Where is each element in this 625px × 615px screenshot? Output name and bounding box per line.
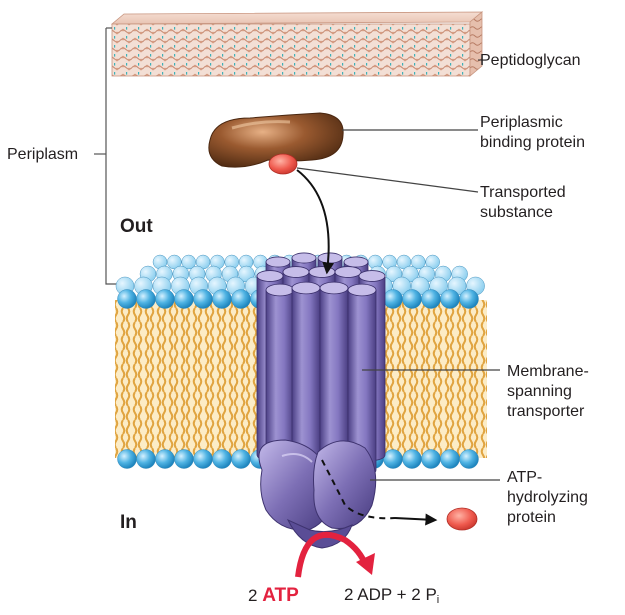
lipid-head (231, 449, 251, 469)
transporter-helix-front-0-top (265, 283, 295, 297)
lipid-head (136, 449, 156, 469)
lipid-head (459, 289, 479, 309)
lipid-head (402, 265, 419, 283)
transporter-helix-back-2-top (317, 252, 343, 264)
label-transported-substance-2: substance (480, 204, 553, 221)
lipid-head (231, 289, 251, 309)
transporter-helix-back-0-top (265, 256, 291, 268)
atp-molecule: ATP (262, 585, 299, 606)
label-out: Out (120, 216, 153, 237)
transported-substance-bound (268, 153, 298, 175)
exit-arrow (394, 513, 438, 526)
transporter-helix-mid-2-top (308, 266, 336, 278)
lipid-head (440, 449, 460, 469)
label-atpase-2: hydrolyzing (507, 489, 588, 506)
lipid-head (136, 289, 156, 309)
peptidoglycan-layer (110, 11, 484, 77)
lipid-head (117, 449, 137, 469)
lipid-head (440, 289, 460, 309)
label-periplasmic-binding-protein-2: binding protein (480, 134, 585, 151)
reaction-input: 2 ATP (248, 585, 299, 607)
entry-arrow (296, 169, 335, 275)
adp-pi-text: 2 ADP + 2 P (344, 585, 437, 604)
reaction-output: 2 ADP + 2 Pi (344, 585, 439, 606)
transporter-helix-front-3-top (347, 283, 377, 297)
lipid-head (402, 449, 422, 469)
transporter-helix-mid-0-top (256, 270, 284, 282)
transporter-helix-front-2-top (319, 281, 349, 295)
substance-path-dashed (321, 459, 396, 520)
lipid-head (193, 449, 213, 469)
atp-arrowhead (356, 553, 375, 575)
lipid-head (212, 449, 232, 469)
lipid-head (411, 254, 426, 270)
transporter-helix-mid-3-top (334, 266, 362, 278)
transporter-helix-front-1-top (291, 281, 321, 295)
membrane-spanning-transporter (256, 252, 386, 477)
lipid-head (383, 449, 403, 469)
transported-substance-released (446, 507, 478, 531)
transporter-helix-back-1-top (291, 252, 317, 264)
transporter-helix-mid-4-top (358, 270, 386, 282)
lipid-head (212, 289, 232, 309)
label-transporter-3: transporter (507, 403, 585, 420)
pi-subscript: i (436, 594, 440, 606)
label-periplasm: Periplasm (7, 146, 79, 163)
atp-hydrolyzing-protein (258, 439, 377, 549)
atp-hydrolysis-arrow (295, 531, 369, 578)
lipid-head (155, 449, 175, 469)
lipid-head (383, 289, 403, 309)
transporter-helix-mid-1-top (282, 266, 310, 278)
lipid-head (155, 289, 175, 309)
label-in: In (120, 512, 137, 533)
label-periplasmic-binding-protein-1: Periplasmic (480, 114, 563, 131)
label-peptidoglycan: Peptidoglycan (480, 52, 581, 69)
lipid-head (193, 289, 213, 309)
lipid-head (117, 289, 137, 309)
lipid-head (174, 449, 194, 469)
label-transporter-1: Membrane- (507, 363, 589, 380)
lipid-head (174, 289, 194, 309)
label-atpase-1: ATP- (507, 469, 543, 486)
lipid-head (421, 449, 441, 469)
leader-lines (296, 59, 500, 481)
label-atpase-3: protein (507, 509, 556, 526)
atp-count: 2 (248, 586, 258, 605)
label-transporter-2: spanning (507, 383, 572, 400)
label-transported-substance-1: Transported (480, 184, 566, 201)
lipid-head (459, 449, 479, 469)
lipid-head (421, 289, 441, 309)
lipid-head (402, 289, 422, 309)
transporter-helix-back-3-top (343, 256, 369, 268)
lipid-head (181, 254, 196, 270)
